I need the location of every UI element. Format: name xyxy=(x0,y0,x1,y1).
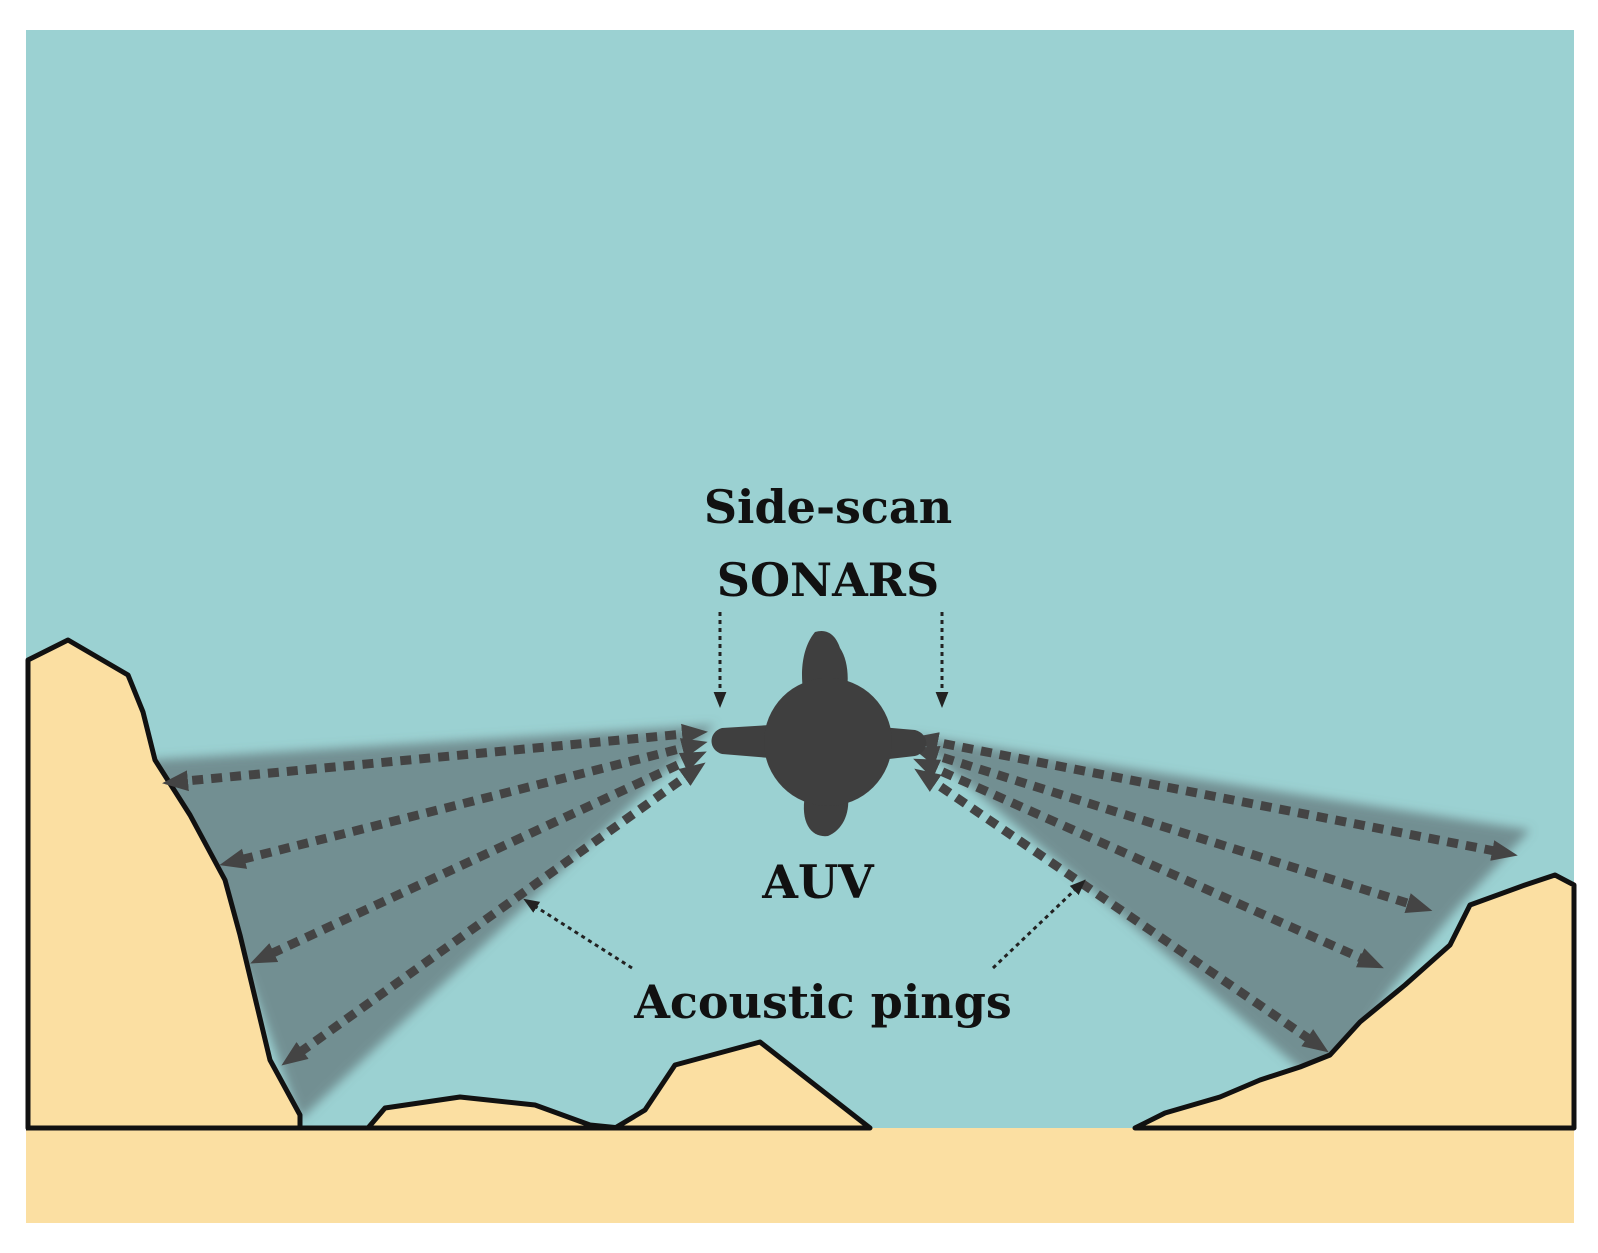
sonar-pointer-arrows xyxy=(713,612,949,708)
seabed-floor xyxy=(26,1128,1574,1223)
center-rock xyxy=(612,1039,873,1131)
sonar-label-line1: Side-scan xyxy=(704,480,952,534)
ping-arrow-left-4 xyxy=(281,762,706,1066)
auv-label: AUV xyxy=(761,855,875,909)
auv-vehicle xyxy=(711,630,927,837)
sonar-label-line2: SONARS xyxy=(717,553,939,607)
right-cliff xyxy=(1132,872,1577,1131)
auv-body xyxy=(764,678,892,806)
auv-left-sonar xyxy=(711,725,770,758)
ping-arrow-right-4 xyxy=(914,768,1329,1053)
acoustic-ping-arrows xyxy=(162,723,1518,1066)
pings-label: Acoustic pings xyxy=(633,975,1012,1029)
left-cliff xyxy=(25,637,303,1131)
